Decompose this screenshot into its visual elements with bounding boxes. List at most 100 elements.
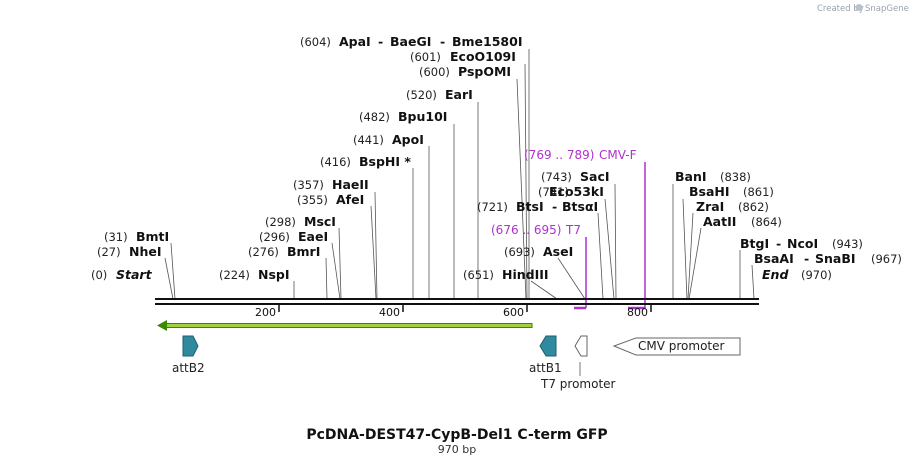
site-afei-name: AfeI [336,192,364,207]
site-saci[interactable]: (743) SacI [541,169,610,184]
site-hindiii-name: HindIII [502,267,549,282]
site-apai-pos: (604) [300,35,331,49]
start-pos: (0) [91,268,107,282]
site-nhei-name: NheI [129,244,162,259]
site-asei-pos: (693) [504,245,535,259]
site-btgi-name: BtgI [740,236,769,251]
site-eco53ki-pos: (741) [538,185,569,199]
site-btsi-dash: - [552,199,557,214]
site-bmri-pos: (276) [248,245,279,259]
site-nspi[interactable]: (224) NspI [219,267,290,282]
site-eari[interactable]: (520) EarI [406,87,473,102]
site-bmti[interactable]: (31) BmtI [104,229,169,244]
site-btgi-dash: - [776,236,781,251]
site-ecoo109i[interactable]: (601) EcoO109I [410,49,516,64]
site-haeii-pos: (357) [293,178,324,192]
site-bpu10i[interactable]: (482) Bpu10I [359,109,447,124]
site-apai[interactable]: (604) ApaI - BaeGI - Bme1580I [300,34,522,49]
site-msci-pos: (298) [265,215,296,229]
site-bsaai-name: BsaAI [754,251,794,266]
site-bsahi[interactable]: BsaHI (861) [689,184,774,199]
site-zrai[interactable]: ZraI (862) [696,199,769,214]
site-bsaai[interactable]: BsaAI - SnaBI (967) [754,251,902,266]
site-bsaai-dash: - [804,251,809,266]
site-haeii[interactable]: (357) HaeII [293,177,369,192]
attb1-label: attB1 [529,361,562,375]
site-ncoi-name: NcoI [787,236,818,251]
site-eaei[interactable]: (296) EaeI [259,229,328,244]
site-bani-pos: (838) [720,170,751,184]
site-apai-name: ApaI [339,34,371,49]
site-btgi[interactable]: BtgI - NcoI (943) [740,236,863,251]
feature-cmv-promoter[interactable]: CMV promoter [612,337,741,356]
site-pspomi[interactable]: (600) PspOMI [419,64,511,79]
site-aatii-pos: (864) [751,215,782,229]
site-eco53ki[interactable]: (741) Eco53kI [538,184,604,199]
site-apai-dash-2: - [440,34,445,49]
site-nspi-pos: (224) [219,268,250,282]
sequence-backbone [155,298,759,305]
site-apoi-pos: (441) [353,133,384,147]
site-afei[interactable]: (355) AfeI [297,192,364,207]
site-btsi[interactable]: (721) BtsI - BtsαI [477,199,598,214]
site-lines [164,49,755,300]
credit-text: Created by [817,4,864,14]
site-eari-name: EarI [445,87,473,102]
site-bani[interactable]: BanI (838) [675,169,751,184]
attb2-label: attB2 [172,361,205,375]
site-bsaai-pos: (967) [871,252,902,266]
site-bpu10i-pos: (482) [359,110,390,124]
site-nhei-pos: (27) [97,245,121,259]
feature-attb1[interactable]: attB1 [529,335,562,375]
map-length: 970 bp [438,443,476,456]
site-bsahi-pos: (861) [743,185,774,199]
site-bmri-name: BmrI [287,244,320,259]
site-haeii-name: HaeII [332,177,369,192]
site-bsphi[interactable]: (416) BspHI * [320,154,411,169]
credit-brand: SnapGene [865,4,909,14]
site-ecoo109i-pos: (601) [410,50,441,64]
feature-t7-promoter[interactable]: T7 promoter [540,335,616,391]
site-baegi-name: BaeGI [390,34,431,49]
primer-cmv-f[interactable]: (769 .. 789) CMV-F [524,148,646,310]
site-btsi-name: BtsI [516,199,544,214]
site-msci-name: MscI [304,214,336,229]
site-bmri[interactable]: (276) BmrI [248,244,320,259]
attb2-arrow-icon [182,335,199,357]
tick-800: 800 [627,306,648,319]
site-saci-name: SacI [580,169,610,184]
site-nhei[interactable]: (27) NheI [97,244,162,259]
site-msci[interactable]: (298) MscI [265,214,336,229]
site-bsphi-name: BspHI * [359,154,411,169]
site-aatii[interactable]: AatII (864) [703,214,782,229]
site-ecoo109i-name: EcoO109I [450,49,516,64]
tick-600: 600 [503,306,524,319]
primer-t7[interactable]: (676 .. 695) T7 [491,223,587,310]
primer-cmv-f-range: (769 .. 789) [524,148,594,162]
attb1-arrow-icon [539,335,557,357]
start-label: Start [116,267,153,282]
site-hindiii-pos: (651) [463,268,494,282]
site-pspomi-pos: (600) [419,65,450,79]
feature-attb2[interactable]: attB2 [172,335,205,375]
site-asei-name: AseI [543,244,573,259]
t7-promoter-arrow-icon [574,335,588,357]
site-bme1580i-name: Bme1580I [452,34,522,49]
end-pos: (970) [801,268,832,282]
orf-arrow[interactable] [157,320,533,331]
site-hindiii[interactable]: (651) HindIII [463,267,549,282]
ruler-ticks [278,305,652,312]
site-apoi-name: ApoI [392,132,424,147]
site-asei[interactable]: (693) AseI [504,244,573,259]
site-saci-pos: (743) [541,170,572,184]
site-apoi[interactable]: (441) ApoI [353,132,424,147]
map-start: (0) Start [91,267,153,282]
site-btgi-pos: (943) [832,237,863,251]
primer-t7-name: T7 [565,223,581,237]
tick-200: 200 [255,306,276,319]
site-eco53ki-name: Eco53kI [549,184,604,199]
end-label: End [762,267,789,282]
cmv-promoter-label: CMV promoter [638,339,725,353]
site-eari-pos: (520) [406,88,437,102]
